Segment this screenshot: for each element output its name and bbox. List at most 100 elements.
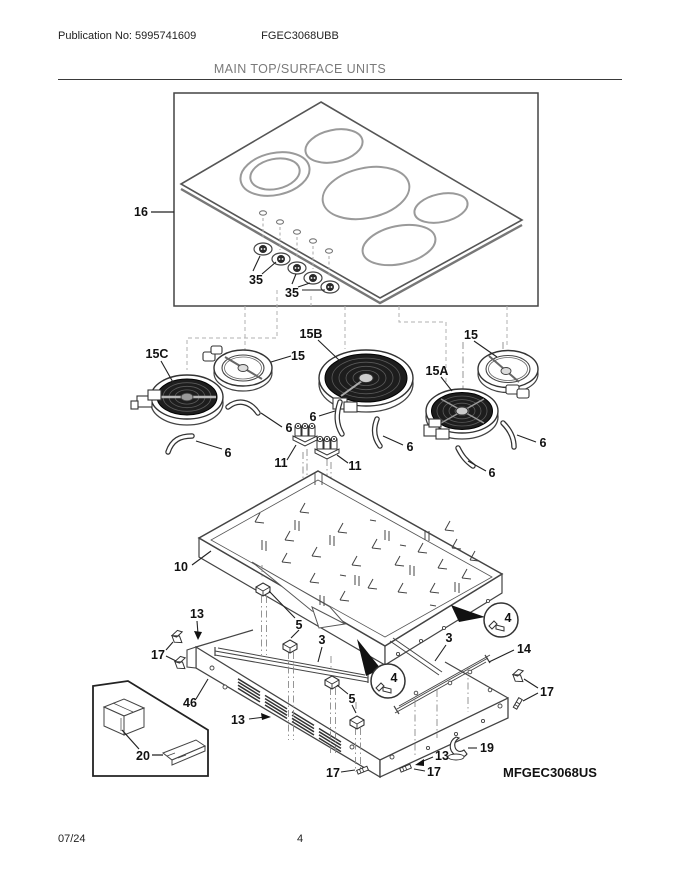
leader-35b xyxy=(291,273,325,291)
callout-11a-label: 11 xyxy=(274,456,287,470)
terminal-leaders xyxy=(286,444,349,464)
pan-bracket-marks xyxy=(254,502,480,607)
callout-5a-label: 5 xyxy=(296,618,303,632)
cover-part xyxy=(102,698,146,736)
pan-top-face xyxy=(197,470,504,647)
clip-centerlines xyxy=(261,565,361,772)
corner-hardware: 17 13 17 17 13 19 xyxy=(151,607,554,780)
wire-leaders xyxy=(195,410,537,472)
pan-clip-marks xyxy=(261,520,460,606)
ring-15-left-connector xyxy=(202,345,223,362)
callout-4b-label: 4 xyxy=(391,671,398,685)
callout-15-right-label: 15 xyxy=(464,328,478,342)
header-rule xyxy=(58,79,622,80)
bracket-clips-5: 5 5 xyxy=(255,565,365,772)
bracket-19 xyxy=(447,736,468,761)
screw-17 xyxy=(512,696,523,710)
model-number: FGEC3068UBB xyxy=(261,30,339,42)
vent-slots xyxy=(237,678,342,753)
callout-11b-label: 11 xyxy=(348,459,361,473)
callout-13-topleft-label: 13 xyxy=(190,607,204,621)
terminal-block xyxy=(314,435,340,460)
callout-15C-label: 15C xyxy=(146,347,169,361)
callout-5b-label: 5 xyxy=(349,692,356,706)
clip-5 xyxy=(255,582,271,597)
callout-35a-label: 35 xyxy=(249,273,263,287)
callout-6e-label: 6 xyxy=(540,436,547,450)
screw-17 xyxy=(356,765,370,775)
terminal-block xyxy=(292,422,318,447)
rail-3-right xyxy=(389,637,443,676)
callout-15-left-label: 15 xyxy=(291,349,305,363)
pan-inner-rim xyxy=(210,479,493,638)
page-number: 4 xyxy=(296,833,304,845)
burner-outlines xyxy=(239,128,469,267)
callout-3-left-label: 3 xyxy=(319,633,326,647)
plate-part xyxy=(162,739,207,766)
date-code: 07/24 xyxy=(58,833,86,845)
base-left-cap xyxy=(186,646,197,669)
callout-10-label: 10 xyxy=(174,560,188,574)
ring-15-right-connector xyxy=(505,384,530,399)
clip-5 xyxy=(324,675,340,690)
callout-6c-label: 6 xyxy=(310,410,317,424)
callout-16-label: 16 xyxy=(134,205,148,219)
ring-element-15-left: 15 xyxy=(202,345,305,392)
callout-20-label: 20 xyxy=(136,749,150,763)
publication-number: Publication No: 5995741609 xyxy=(58,30,197,42)
callout-6b-label: 6 xyxy=(286,421,293,435)
callout-17-bottommid-label: 17 xyxy=(427,765,441,779)
callout-15B-label: 15B xyxy=(300,327,323,341)
clip-17 xyxy=(173,655,187,670)
frame-box xyxy=(173,92,539,307)
element-15A-connector xyxy=(423,418,450,440)
screw-callout-4-center: 4 xyxy=(357,639,406,699)
ring-element-15-right: 15 xyxy=(464,328,539,399)
callout-17-bottomleft-label: 17 xyxy=(326,766,340,780)
wire-cores xyxy=(166,400,516,468)
screw-17 xyxy=(399,763,413,773)
callout-6f-label: 6 xyxy=(489,466,496,480)
callout-3-right-label: 3 xyxy=(446,631,453,645)
glass-cooktop xyxy=(179,101,524,305)
glass-surface xyxy=(179,101,524,299)
base-back-edges xyxy=(195,629,509,699)
callout-4a-label: 4 xyxy=(505,611,512,625)
section-title: MAIN TOP/SURFACE UNITS xyxy=(213,62,387,76)
leader-35a xyxy=(252,255,277,275)
callout-14-label: 14 xyxy=(517,642,531,656)
radiant-element-15B: 15B xyxy=(300,327,414,413)
base-pan-46: 46 13 xyxy=(183,629,509,779)
radiant-element-15A: 15A xyxy=(423,364,499,440)
base-front-left-wall xyxy=(195,645,381,779)
base-centerlines xyxy=(414,668,469,758)
clip-17 xyxy=(511,668,525,683)
base-holes xyxy=(209,665,503,760)
callout-13-vents-label: 13 xyxy=(231,713,245,727)
rail-leaders xyxy=(317,644,515,663)
element-wires-6: 6 6 6 6 6 6 xyxy=(165,399,547,480)
pointer-wedge xyxy=(451,605,485,622)
callout-13-bottom-label: 13 xyxy=(435,749,449,763)
cooktop-assembly-frame: 16 xyxy=(134,92,539,307)
knob-guides xyxy=(262,218,330,278)
pointer-wedge xyxy=(357,639,381,676)
knobs xyxy=(253,242,340,294)
callout-46-label: 46 xyxy=(183,696,197,710)
clip-5 xyxy=(349,715,365,730)
clip-5 xyxy=(282,639,298,654)
rail-14 xyxy=(394,654,491,714)
base-front-right-wall xyxy=(379,696,509,779)
hot-surface-indicators-35: 35 35 xyxy=(249,218,340,300)
support-rails: 3 3 14 xyxy=(214,631,531,715)
callout-17-right-label: 17 xyxy=(540,685,554,699)
element-15C-connector xyxy=(130,389,162,410)
clip-17 xyxy=(170,629,184,644)
callout-6a-label: 6 xyxy=(225,446,232,460)
terminal-blocks-11: 11 11 xyxy=(274,422,362,473)
glass-thickness-edge xyxy=(180,187,523,305)
clip-leaders xyxy=(268,590,357,714)
callout-19-label: 19 xyxy=(480,741,494,755)
